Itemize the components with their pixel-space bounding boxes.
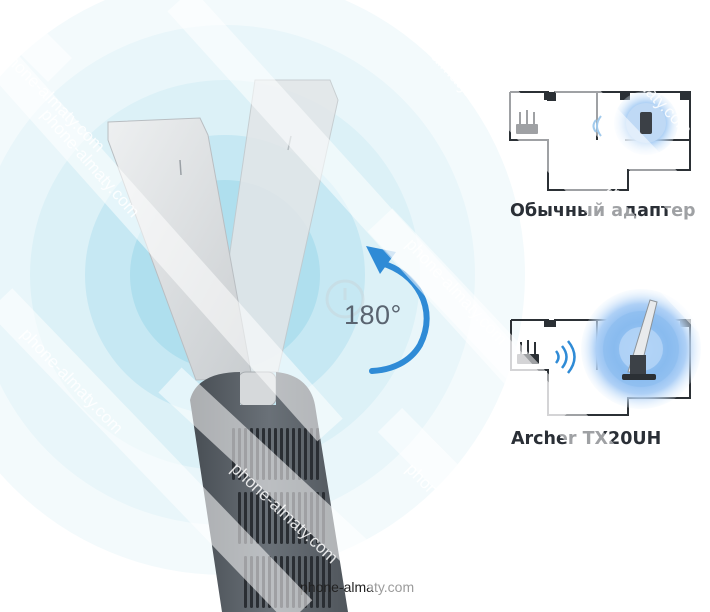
caption-regular-adapter: Обычный адаптер (510, 201, 696, 221)
rotation-angle-label: 180° (344, 300, 402, 330)
floorplan-archer (510, 289, 701, 416)
floorplan-regular (509, 91, 691, 191)
footer-site: phone-almaty.com (300, 579, 415, 595)
router-icon-2 (517, 340, 539, 364)
caption-archer: Archer TX20UH (511, 429, 662, 449)
hinge (237, 371, 277, 407)
router-icon (516, 110, 538, 134)
strong-signal-icon (554, 340, 576, 374)
